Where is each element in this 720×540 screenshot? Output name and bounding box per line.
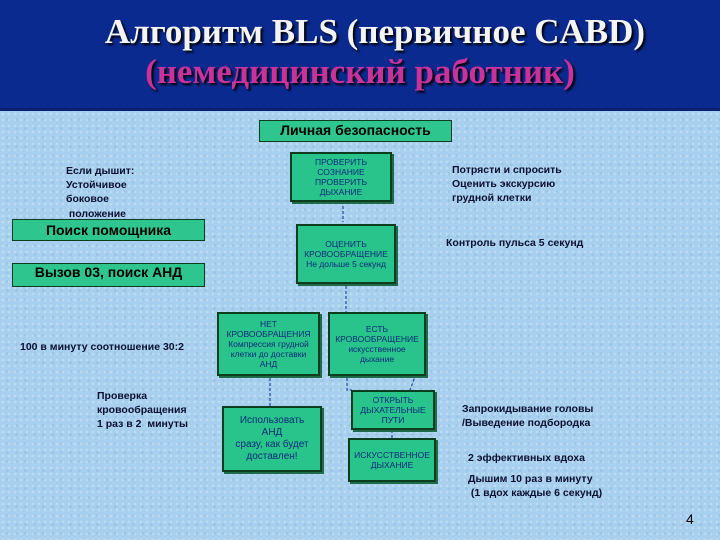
note-pulse-control: Контроль пульса 5 секунд — [446, 237, 584, 249]
find-helper-box: Поиск помощника — [12, 219, 205, 241]
title-bar: Алгоритм BLS (первичное CABD) (немедицин… — [0, 0, 720, 111]
personal-safety-box: Личная безопасность — [259, 120, 452, 142]
call-03-box: Вызов 03, поиск АНД — [12, 263, 205, 287]
note-if-breathing: Если дышит:Устойчивое боковое положение — [66, 165, 135, 220]
page-number: 4 — [686, 511, 694, 527]
slide-title: Алгоритм BLS (первичное CABD) — [104, 12, 646, 51]
connector-side-right — [409, 373, 417, 391]
connector-has-circ-airway — [346, 378, 352, 391]
note-two-breaths: 2 эффективных вдоха — [468, 452, 585, 464]
slide-subtitle: (немедицинский работник) — [145, 52, 575, 91]
note-head-tilt: Запрокидывание головы/Выведение подбород… — [462, 403, 594, 430]
note-breathe-rate: Дышим 10 раз в минуту (1 вдох каждые 6 с… — [468, 473, 603, 500]
note-rate-ratio: 100 в минуту соотношение 30:2 — [20, 341, 184, 353]
